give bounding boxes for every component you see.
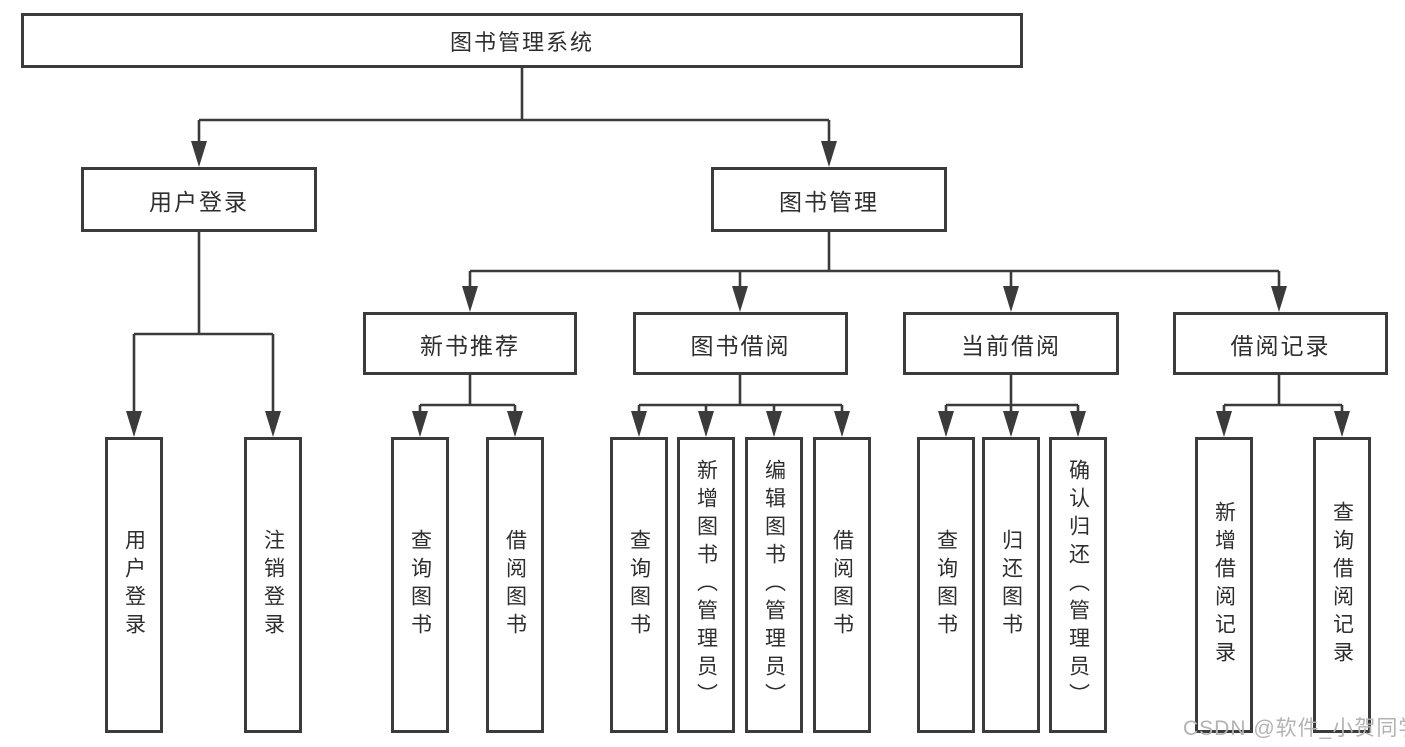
leaf-bb-add-books-admin: 新增图书（管理员） <box>677 437 735 733</box>
leaf-nb-query-books-label: 查询图书 <box>408 529 432 641</box>
leaf-bb-add-books-admin-label: 新增图书（管理员） <box>694 459 718 711</box>
leaf-bb-edit-books-admin: 编辑图书（管理员） <box>745 437 803 733</box>
leaf-logout: 注销登录 <box>244 437 302 733</box>
leaf-cb-confirm-return-admin: 确认归还（管理员） <box>1049 437 1107 733</box>
leaf-br-query-borrow-record: 查询借阅记录 <box>1313 437 1371 733</box>
leaf-bb-query-books-label: 查询图书 <box>627 529 651 641</box>
leaf-bb-query-books: 查询图书 <box>610 437 668 733</box>
leaf-bb-edit-books-admin-label: 编辑图书（管理员） <box>762 459 786 711</box>
leaf-user-login-label: 用户登录 <box>122 529 146 641</box>
leaf-cb-query-books: 查询图书 <box>917 437 975 733</box>
leaf-user-login: 用户登录 <box>105 437 163 733</box>
leaf-br-query-borrow-record-label: 查询借阅记录 <box>1330 501 1354 669</box>
leaf-cb-return-books: 归还图书 <box>982 437 1040 733</box>
node-user-login: 用户登录 <box>81 167 317 232</box>
node-current-borrow-label: 当前借阅 <box>961 332 1061 359</box>
leaf-cb-confirm-return-admin-label: 确认归还（管理员） <box>1066 459 1090 711</box>
leaf-nb-borrow-books: 借阅图书 <box>486 437 544 733</box>
node-new-book-recommend: 新书推荐 <box>363 312 577 375</box>
node-borrow-records-label: 借阅记录 <box>1230 332 1331 359</box>
node-borrow-records: 借阅记录 <box>1173 312 1388 375</box>
leaf-nb-borrow-books-label: 借阅图书 <box>503 529 527 641</box>
node-new-book-recommend-label: 新书推荐 <box>420 332 520 359</box>
leaf-br-add-borrow-record-label: 新增借阅记录 <box>1212 501 1236 669</box>
node-book-management-label: 图书管理 <box>779 188 879 215</box>
leaf-cb-return-books-label: 归还图书 <box>999 529 1023 641</box>
watermark: CSDN @软件_小贺同学 <box>1183 717 1405 740</box>
node-user-login-label: 用户登录 <box>149 188 249 215</box>
node-book-borrow: 图书借阅 <box>633 312 848 375</box>
node-current-borrow: 当前借阅 <box>903 312 1119 375</box>
node-book-management: 图书管理 <box>711 167 947 232</box>
leaf-logout-label: 注销登录 <box>261 529 285 641</box>
leaf-nb-query-books: 查询图书 <box>391 437 449 733</box>
leaf-br-add-borrow-record: 新增借阅记录 <box>1195 437 1253 733</box>
leaf-bb-borrow-books: 借阅图书 <box>813 437 871 733</box>
leaf-cb-query-books-label: 查询图书 <box>934 529 958 641</box>
node-root-label: 图书管理系统 <box>449 29 594 55</box>
node-root: 图书管理系统 <box>21 13 1023 68</box>
node-book-borrow-label: 图书借阅 <box>690 332 791 359</box>
leaf-bb-borrow-books-label: 借阅图书 <box>830 529 854 641</box>
